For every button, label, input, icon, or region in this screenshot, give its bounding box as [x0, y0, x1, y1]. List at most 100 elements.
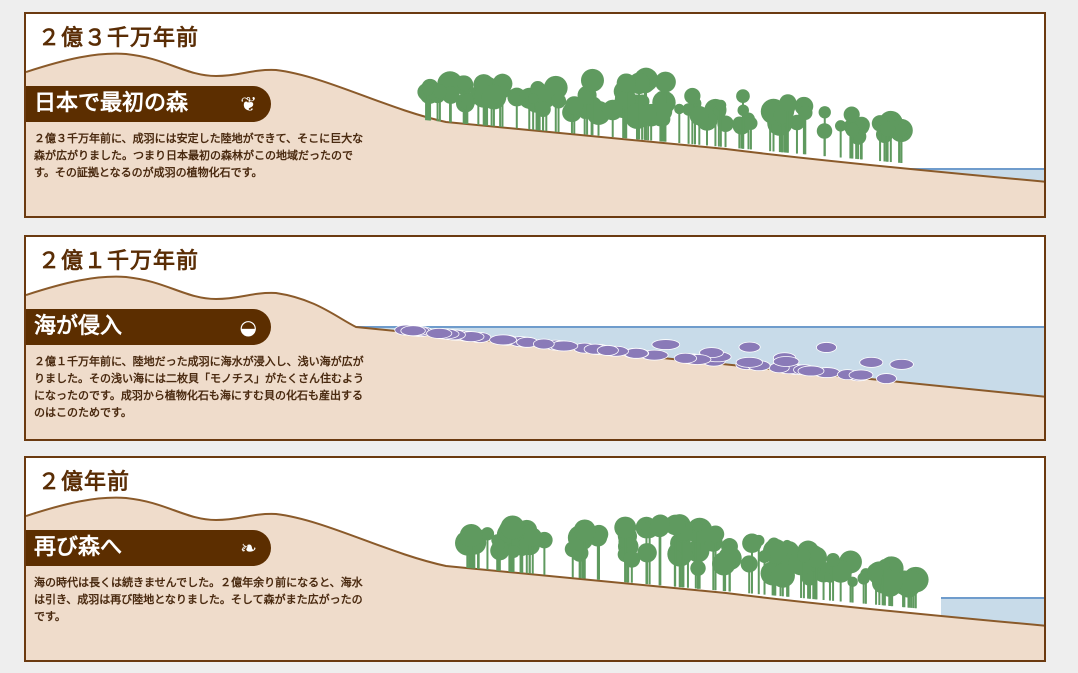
tree-crown — [712, 552, 736, 576]
tree-crown — [736, 89, 750, 103]
tree-crown — [758, 550, 772, 564]
tree-crown — [816, 123, 833, 139]
tree-crown — [664, 514, 686, 536]
tree-crown — [881, 570, 904, 593]
panel-description: ２億１千万年前に、陸地だった成羽に海水が浸入し、浅い海が広がりました。その浅い海… — [34, 355, 364, 419]
ground — [26, 276, 1044, 439]
tree-crown — [492, 538, 505, 552]
tree-crown — [580, 68, 604, 92]
shell-icon: ◒ — [239, 315, 257, 339]
tree-crown — [805, 546, 827, 568]
monotis-shell — [876, 373, 897, 384]
tree-crown — [834, 120, 847, 132]
tree-crown — [826, 553, 840, 567]
tree-crown — [818, 106, 831, 119]
monotis-shell — [426, 328, 453, 339]
monotis-shell — [673, 352, 697, 364]
panel-sea-210ma: ２億１千万年前 海が侵入 ◒ ２億１千万年前に、陸地だった成羽に海水が浸入し、浅い… — [24, 235, 1046, 441]
tree-crown — [602, 99, 623, 121]
tree-crown — [650, 514, 670, 534]
monotis-shell — [816, 342, 837, 353]
tree-crown — [637, 543, 657, 563]
tree-crown — [715, 99, 727, 111]
tree-crown — [879, 121, 896, 137]
ground — [26, 53, 1044, 216]
tree-crown — [744, 116, 758, 130]
tree-crown — [550, 93, 567, 109]
ground-outline — [26, 52, 1044, 183]
tree-crown — [742, 533, 762, 554]
monotis-shell — [735, 356, 763, 368]
section-label: 再び森へ ❧ — [26, 530, 271, 566]
tree-crown — [740, 555, 758, 573]
monotis-shell — [596, 345, 619, 356]
panel-title: ２億３千万年前 — [38, 26, 200, 51]
tree-crown — [770, 563, 795, 588]
ground-outline — [26, 275, 1044, 398]
tree-crown — [684, 87, 701, 105]
tree-crown — [565, 96, 584, 115]
tree-crown — [461, 93, 474, 106]
tree-crown — [639, 104, 657, 123]
tree-crown — [797, 548, 811, 563]
tree-crown — [706, 525, 725, 543]
tree-crown — [655, 71, 676, 93]
panel-title: ２億１千万年前 — [38, 249, 200, 274]
section-label: 海が侵入 ◒ — [26, 309, 271, 345]
ground — [26, 497, 1044, 660]
monotis-shell — [797, 365, 825, 377]
tree-crown — [789, 114, 805, 131]
panel-forest-200ma: ２億年前 再び森へ ❧ 海の時代は長くは続きませんでした。２億年余り前になると、海… — [24, 456, 1046, 662]
tree-crown — [674, 103, 685, 115]
ground-outline — [26, 496, 1044, 627]
monotis-shell — [848, 369, 874, 381]
monotis-shell — [889, 358, 914, 370]
tree-crown — [421, 83, 434, 96]
landscape-illustration — [26, 275, 1044, 439]
tree-crown — [895, 123, 908, 137]
monotis-shell — [738, 341, 761, 353]
landscape-illustration — [26, 496, 1044, 660]
tree-crown — [845, 122, 860, 137]
tree-crown — [878, 559, 891, 571]
tree-crown — [481, 84, 507, 110]
tree-crown — [527, 93, 539, 104]
tree-crown — [480, 527, 495, 541]
tree-crown — [459, 523, 483, 547]
tree-crown — [614, 516, 637, 539]
monotis-shell — [651, 339, 681, 350]
tree-crown — [500, 515, 525, 540]
section-label-text: 海が侵入 — [34, 314, 123, 339]
panel-forest-230ma: ２億３千万年前 日本で最初の森 ❦ ２億３千万年前に、成羽には安定した陸地ができて… — [24, 12, 1046, 218]
tree-crown — [843, 106, 860, 123]
panel-description: 海の時代は長くは続きませんでした。２億年余り前になると、海水は引き、成羽は再び陸… — [34, 576, 363, 623]
tree-crown — [847, 576, 858, 588]
tree-crown — [573, 519, 596, 542]
tree-crown — [507, 545, 520, 559]
tree-crown — [900, 570, 923, 592]
monotis-shell — [400, 325, 426, 337]
monotis-shell — [532, 338, 555, 350]
fern-bush-icon: ❦ — [240, 92, 257, 116]
tree-crown — [457, 77, 472, 91]
panel-title: ２億年前 — [38, 470, 131, 495]
tree-crown — [689, 105, 710, 126]
tree-crown — [692, 521, 703, 532]
tree-crown — [682, 550, 694, 561]
tree-crown — [616, 73, 636, 93]
monotis-shell — [859, 356, 884, 368]
section-label-text: 再び森へ — [34, 535, 123, 560]
fern-leaf-icon: ❧ — [240, 536, 257, 560]
tree-crown — [432, 84, 448, 99]
monotis-shell — [489, 334, 517, 346]
panel-description: ２億３千万年前に、成羽には安定した陸地ができて、そこに巨大な森が広がりました。つ… — [34, 132, 364, 179]
tree-crown — [535, 101, 551, 118]
tree-crown — [690, 560, 706, 576]
landscape-illustration — [26, 52, 1044, 216]
tree-crown — [523, 527, 543, 547]
monotis-shell — [772, 356, 800, 367]
section-label-text: 日本で最初の森 — [34, 91, 189, 116]
tree-crown — [779, 94, 797, 112]
tree-crown — [798, 105, 813, 120]
tree-crown — [623, 550, 641, 568]
